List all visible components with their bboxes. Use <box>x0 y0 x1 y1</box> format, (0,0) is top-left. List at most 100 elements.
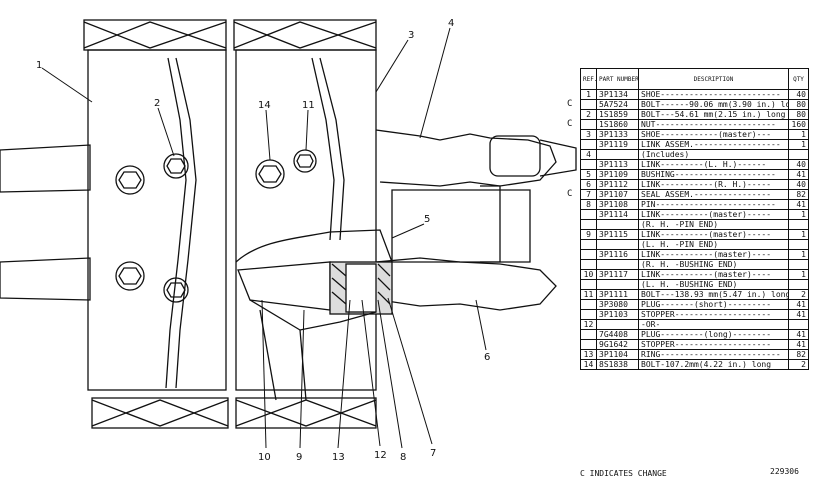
description-cell: -OR- <box>638 319 789 330</box>
ref-cell: C <box>567 119 597 130</box>
ref-cell-text: 12 <box>583 320 594 329</box>
description-cell: (L. H. -PIN END) <box>638 239 789 250</box>
callout-10: 10 <box>258 452 271 463</box>
description-cell-text: (R. H. -PIN END) <box>641 220 719 229</box>
part-number-cell: 7G4408 <box>596 329 639 340</box>
qty-cell-text: 1 <box>801 270 806 279</box>
part-number-cell: 1S1860 <box>596 119 639 130</box>
part-number-cell <box>596 239 639 250</box>
description-cell: (Includes) <box>638 149 789 160</box>
description-cell: LINK-----------(R. H.)----- <box>638 179 789 190</box>
part-number-cell-text: 3P1114 <box>599 210 628 219</box>
callout-7: 7 <box>430 448 436 459</box>
ref-cell: 8 <box>580 199 597 210</box>
table-row: 14 8S1838 BOLT-107.2mm(4.22 in.) long 2 <box>580 359 809 370</box>
part-number-cell-text: 3P1112 <box>599 180 628 189</box>
qty-cell-text: 2 <box>801 290 806 299</box>
table-row: (L. H. -BUSHING END) <box>580 279 809 290</box>
part-number-cell-text: 3P1113 <box>599 160 628 169</box>
ref-cell: 4 <box>580 149 597 160</box>
ref-cell <box>580 249 597 260</box>
ref-cell: 2 <box>580 109 597 120</box>
part-number-cell-text: 3P1116 <box>599 250 628 259</box>
table-row: 3P1103 STOPPER-------------------- 41 <box>580 309 809 320</box>
description-cell-text: LINK----------(master)----- <box>641 210 772 219</box>
qty-cell-text: 1 <box>801 130 806 139</box>
ref-cell-text: 4 <box>586 150 591 159</box>
ref-cell <box>580 309 597 320</box>
ref-cell: 3 <box>580 129 597 140</box>
ref-cell <box>580 259 597 270</box>
description-cell-text: SHOE------------------------- <box>641 90 781 99</box>
ref-cell-text: 3 <box>586 130 591 139</box>
table-row: 12 -OR- <box>580 319 809 330</box>
qty-cell-text: 2 <box>801 360 806 369</box>
change-mark: C <box>567 189 573 199</box>
description-cell-text: STOPPER-------------------- <box>641 310 772 319</box>
table-row: 4 (Includes) <box>580 149 809 160</box>
part-number-cell: 5A7524 <box>596 99 639 110</box>
description-cell-text: LINK---------(L. H.)------ <box>641 160 767 169</box>
description-cell: LINK-----------(master)---- <box>638 269 789 280</box>
callout-12: 12 <box>374 450 387 461</box>
part-number-cell-text: 3P1117 <box>599 270 628 279</box>
callout-2: 2 <box>154 98 160 109</box>
callout-6: 6 <box>484 352 490 363</box>
callout-11: 11 <box>302 100 315 111</box>
parts-list-table: REF. NO. PART NUMBER DESCRIPTION QTY 13P… <box>567 68 809 370</box>
part-number-cell-text: 8S1838 <box>599 360 628 369</box>
qty-cell: 1 <box>788 269 809 280</box>
part-number-cell: 3P1103 <box>596 309 639 320</box>
part-number-cell: 3P1112 <box>596 179 639 190</box>
header-description: DESCRIPTION <box>638 68 789 90</box>
ref-cell <box>580 339 597 350</box>
ref-cell: 6 <box>580 179 597 190</box>
ref-cell-text: 14 <box>583 360 594 369</box>
part-number-cell-text: 3P1133 <box>599 130 628 139</box>
description-cell: (R. H. -PIN END) <box>638 219 789 230</box>
description-cell: STOPPER-------------------- <box>638 309 789 320</box>
description-cell-text: BOLT-107.2mm(4.22 in.) long <box>641 360 772 369</box>
description-cell: NUT------------------------- <box>638 119 789 130</box>
part-number-cell: 3P1114 <box>596 209 639 220</box>
description-cell: BUSHING--------------------- <box>638 169 789 180</box>
description-cell-text: LINK-----------(master)---- <box>641 270 772 279</box>
description-cell-text: PIN------------------------- <box>641 200 776 209</box>
table-row: (R. H. -BUSHING END) <box>580 259 809 270</box>
description-cell: PIN------------------------- <box>638 199 789 210</box>
part-number-cell-text: 3P1115 <box>599 230 628 239</box>
part-number-cell-text: 3P1103 <box>599 310 628 319</box>
description-cell: LINK-----------(master)---- <box>638 249 789 260</box>
description-cell: PLUG---------(long)-------- <box>638 329 789 340</box>
part-number-cell: 3P1109 <box>596 169 639 180</box>
description-cell-text: PLUG---------(long)-------- <box>641 330 772 339</box>
part-number-cell-text: 3P1107 <box>599 190 628 199</box>
qty-cell: 40 <box>788 179 809 190</box>
part-number-cell <box>596 259 639 270</box>
ref-cell: 9 <box>580 229 597 240</box>
description-cell: LINK----------(master)----- <box>638 209 789 220</box>
qty-cell: 41 <box>788 309 809 320</box>
description-cell-text: LINK----------(master)----- <box>641 230 772 239</box>
description-cell: (L. H. -BUSHING END) <box>638 279 789 290</box>
ref-cell <box>580 299 597 310</box>
description-cell: PLUG-------(short)--------- <box>638 299 789 310</box>
ref-cell <box>580 279 597 290</box>
ref-cell-text: 8 <box>586 200 591 209</box>
ref-cell-text: 10 <box>583 270 594 279</box>
part-number-cell-text: 3P1109 <box>599 170 628 179</box>
callout-9: 9 <box>296 452 302 463</box>
